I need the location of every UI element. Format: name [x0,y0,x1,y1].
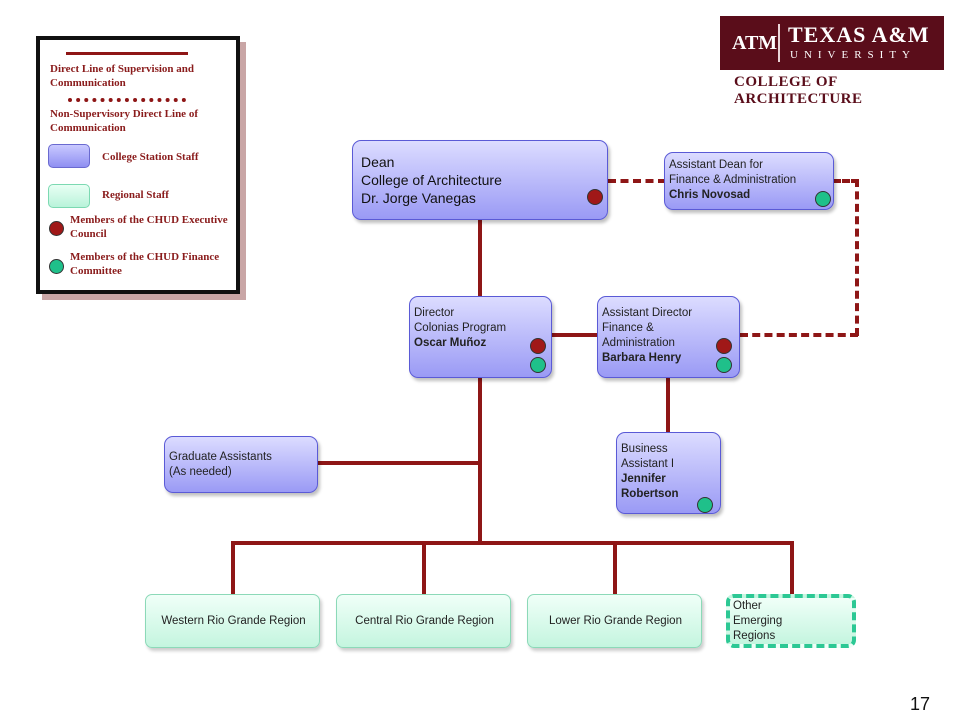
graduate-assistants-box: Graduate Assistants (As needed) [164,436,318,493]
logo-brand: TEXAS A&M [788,22,930,47]
legend-finance-dot [49,259,64,274]
western-region-label: Western Rio Grande Region [161,615,306,627]
college-name: COLLEGE OF ARCHITECTURE [734,74,863,107]
central-region-label: Central Rio Grande Region [355,615,494,627]
line-graduate [318,461,480,465]
director-title: Director [414,307,455,319]
logo-university: UNIVERSITY [790,49,916,61]
assistant-director-dept1: Finance & [602,322,654,334]
central-region-box: Central Rio Grande Region [336,594,511,648]
exec-council-marker [716,338,732,354]
logo-divider [778,24,780,62]
legend-college-station-label: College Station Staff [102,151,199,163]
dean-title: Dean [361,154,395,170]
line-lower [613,541,617,595]
other-regions-l1: Other [733,600,762,612]
line-director-assistant [551,333,598,337]
business-assistant-box: Business Assistant I Jennifer Robertson [616,432,721,514]
western-region-box: Western Rio Grande Region [145,594,320,648]
assistant-director-dept2: Administration [602,337,675,349]
business-title1: Business [621,443,668,455]
lower-region-label: Lower Rio Grande Region [549,615,682,627]
dean-box: Dean College of Architecture Dr. Jorge V… [352,140,608,220]
dashed-asstdean-right [833,179,859,183]
assistant-dean-dept: Finance & Administration [669,174,797,186]
line-assistant-business [666,377,670,433]
legend-exec-council-label: Members of the CHUD Executive Council [70,214,228,240]
assistant-dean-name: Chris Novosad [669,189,751,201]
director-program: Colonias Program [414,322,507,334]
dashed-dean-asstdean [608,179,666,183]
legend-dotted-line [68,98,186,102]
business-name2: Robertson [621,488,679,500]
legend-regional-label: Regional Staff [102,189,169,201]
legend-finance-label: Members of the CHUD Finance Committee [70,251,220,277]
other-regions-l3: Regions [733,630,776,642]
legend-non-supervisory-label: Non-Supervisory Direct Line of Communica… [50,108,198,134]
line-other [790,541,794,595]
line-dean-director [478,220,482,298]
other-regions-box: Other Emerging Regions [726,594,856,648]
line-central [422,541,426,595]
finance-committee-marker [716,357,732,373]
director-box: Director Colonias Program Oscar Muñoz [409,296,552,378]
exec-council-marker [530,338,546,354]
line-regions-bar [231,541,794,545]
assistant-director-name: Barbara Henry [602,352,682,364]
lower-region-box: Lower Rio Grande Region [527,594,702,648]
exec-council-marker [587,189,603,205]
legend: Direct Line of Supervision and Communica… [36,36,240,294]
finance-committee-marker [530,357,546,373]
graduate-note: (As needed) [169,466,232,478]
assistant-dean-box: Assistant Dean for Finance & Administrat… [664,152,834,210]
graduate-title: Graduate Assistants [169,451,272,463]
legend-direct-line-label: Direct Line of Supervision and Communica… [50,63,195,89]
dean-name: Dr. Jorge Vanegas [361,190,476,206]
dashed-right-vertical [855,179,859,336]
legend-solid-line [66,52,188,55]
atm-monogram-icon: ATM [732,32,778,54]
finance-committee-marker [697,497,713,513]
university-logo: ATM TEXAS A&M UNIVERSITY [720,16,944,70]
dashed-to-asst-director [740,333,858,337]
line-director-regions [478,377,482,543]
line-western [231,541,235,595]
assistant-director-box: Assistant Director Finance & Administrat… [597,296,740,378]
dean-college: College of Architecture [361,172,502,188]
other-regions-l2: Emerging [733,615,783,627]
legend-regional-swatch [48,184,90,208]
finance-committee-marker [815,191,831,207]
legend-college-station-swatch [48,144,90,168]
assistant-dean-title: Assistant Dean for [669,159,763,171]
business-title2: Assistant I [621,458,675,470]
business-name1: Jennifer [621,473,666,485]
legend-exec-council-dot [49,221,64,236]
director-name: Oscar Muñoz [414,337,487,349]
page-number: 17 [910,694,931,714]
assistant-director-title: Assistant Director [602,307,693,319]
